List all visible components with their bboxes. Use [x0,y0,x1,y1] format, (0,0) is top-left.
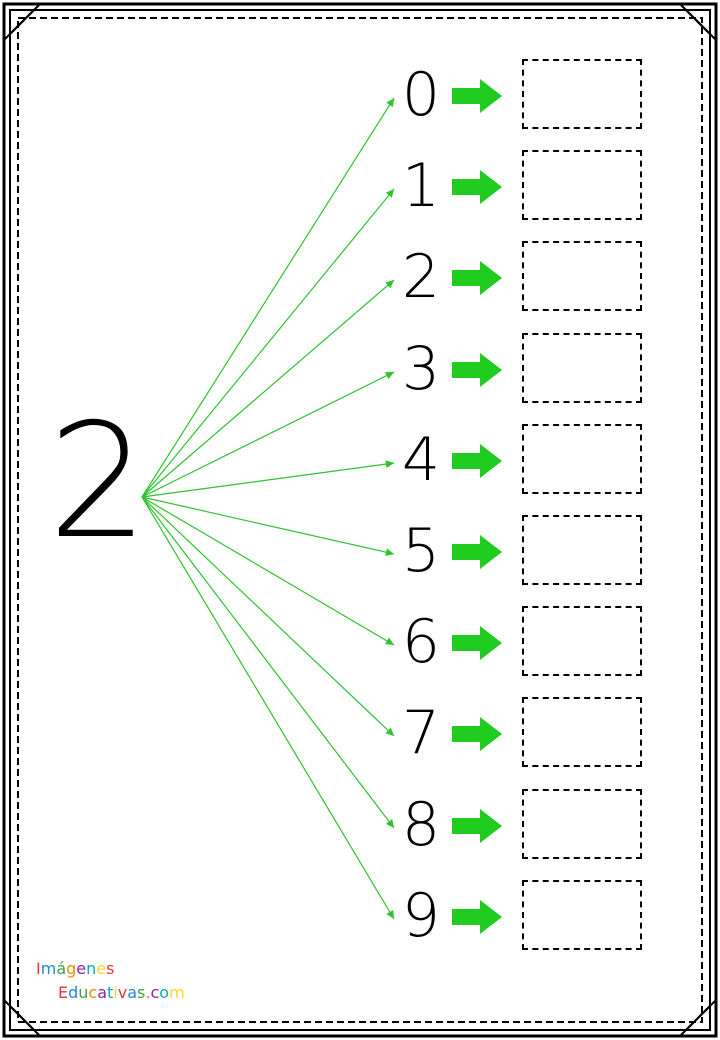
connector-arrowhead [386,98,394,107]
answer-box[interactable] [522,333,642,403]
arrow-right-icon [452,79,502,113]
connector-line [141,97,395,498]
inner-border [9,9,711,1031]
answer-box[interactable] [522,789,642,859]
connector-arrowhead [385,189,394,198]
target-digit: 2 [401,242,441,312]
imagenes-educativas-logo: Imágenes Educativas.com [36,958,206,1006]
target-row-9: 9 [398,879,658,953]
connector-line [141,462,395,498]
answer-box[interactable] [522,424,642,494]
source-number: 2 [48,390,149,574]
connector-arrowhead [386,910,394,919]
connector-lines [141,97,395,920]
target-row-0: 0 [398,58,658,132]
target-row-7: 7 [398,696,658,770]
arrow-right-icon [452,170,502,204]
target-digit: 4 [401,425,441,495]
connector-line [141,279,395,498]
target-row-2: 2 [398,240,658,314]
target-row-5: 5 [398,514,658,588]
connector-arrowhead [385,460,394,468]
arrow-right-icon [452,717,502,751]
arrow-right-icon [452,900,502,934]
target-digit: 8 [401,790,441,860]
target-digit: 3 [401,334,441,404]
target-row-8: 8 [398,788,658,862]
answer-box[interactable] [522,606,642,676]
logo-line-1: Imágenes [36,959,115,978]
connector-line [141,188,395,498]
connector-line [141,496,395,646]
target-digit: 9 [401,881,441,951]
connector-arrowhead [385,727,394,736]
connector-line [141,496,395,829]
arrow-right-icon [452,809,502,843]
connector-arrowhead [385,548,394,557]
arrow-right-icon [452,353,502,387]
arrow-right-icon [452,535,502,569]
dashed-border [17,17,703,1023]
answer-box[interactable] [522,150,642,220]
arrow-right-icon [452,626,502,660]
answer-box[interactable] [522,241,642,311]
logo-line-2: Educativas.com [58,983,185,1002]
target-digit: 0 [401,60,441,130]
corner-ornaments [3,3,717,1037]
target-digit: 5 [401,516,441,586]
connector-line [141,496,395,920]
answer-box[interactable] [522,697,642,767]
target-row-4: 4 [398,423,658,497]
target-digit: 6 [401,607,441,677]
connector-arrowhead [385,372,394,380]
answer-box[interactable] [522,59,642,129]
answer-box[interactable] [522,515,642,585]
connector-arrowhead [385,637,394,645]
connector-arrowhead [385,819,394,828]
connector-line [141,496,395,737]
target-row-3: 3 [398,332,658,406]
connector-line [141,371,395,498]
target-digit: 1 [401,151,441,221]
target-row-6: 6 [398,605,658,679]
target-row-1: 1 [398,149,658,223]
answer-box[interactable] [522,880,642,950]
arrow-right-icon [452,261,502,295]
connector-arrowhead [385,280,394,289]
target-digit: 7 [401,698,441,768]
arrow-right-icon [452,444,502,478]
connector-line [141,496,395,555]
